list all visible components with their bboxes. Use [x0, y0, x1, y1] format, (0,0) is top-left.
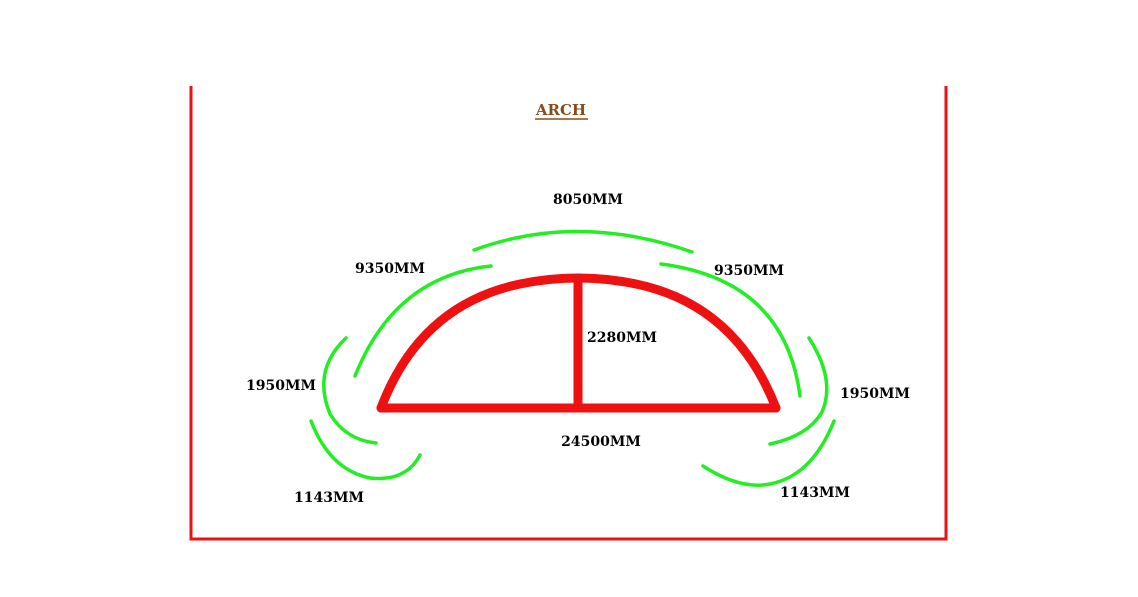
crown-arc-label: 8050MM	[553, 192, 623, 208]
upper-right-arc-label: 9350MM	[714, 263, 784, 279]
lower-right-dimension-arc	[701, 419, 836, 487]
rise-label: 2280MM	[587, 330, 657, 346]
left-side-label: 1950MM	[246, 378, 316, 394]
right-side-label: 1950MM	[840, 386, 910, 402]
lower-left-dimension-arc	[309, 419, 422, 481]
diagram-title: ARCH	[535, 101, 586, 119]
crown-dimension-arc	[472, 229, 694, 254]
upper-left-arc-label: 9350MM	[355, 261, 425, 277]
left-side-dimension-arc	[322, 336, 378, 445]
right-side-dimension-arc	[768, 336, 829, 446]
upper-right-dimension-arc	[659, 262, 802, 398]
span-label: 24500MM	[561, 434, 641, 450]
lower-left-label: 1143MM	[294, 490, 364, 506]
upper-left-dimension-arc	[353, 264, 493, 378]
lower-right-label: 1143MM	[780, 485, 850, 501]
drawing-frame	[189, 86, 948, 541]
